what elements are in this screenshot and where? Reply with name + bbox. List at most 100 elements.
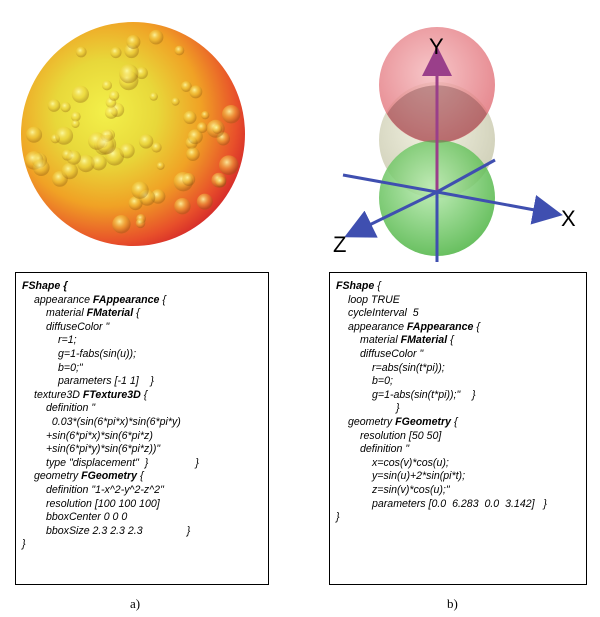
y-axis-label: Y: [429, 34, 444, 59]
sphere-bump: [90, 154, 107, 171]
z-axis-line: [344, 190, 438, 238]
sphere-bump: [128, 196, 143, 211]
code-text: r=abs(sin(t*pi));: [372, 361, 445, 374]
sphere-bump: [71, 85, 89, 103]
code-text: z=sin(v)*cos(u);": [372, 483, 450, 496]
code-text: g=1-abs(sin(t*pi));" }: [372, 388, 476, 401]
code-line: }: [22, 538, 262, 552]
sphere-bump: [25, 126, 43, 143]
sphere-bump: [138, 134, 154, 149]
sphere-body: [21, 22, 245, 246]
sphere-bump: [71, 119, 80, 128]
code-line: geometry FGeometry {: [22, 470, 262, 484]
code-text: material: [46, 307, 87, 320]
code-line: definition ": [22, 402, 262, 416]
code-line: diffuseColor ": [22, 321, 262, 335]
sphere-bump: [77, 154, 95, 173]
code-line: parameters [0.0 6.283 0.0 3.142] }: [336, 498, 580, 512]
code-text: material: [360, 334, 401, 347]
code-text-after: {: [133, 307, 140, 320]
sphere-bump: [215, 176, 227, 188]
code-text: geometry: [348, 415, 396, 428]
code-text-after: {: [451, 415, 458, 428]
sphere-bump: [104, 106, 118, 119]
code-line: r=abs(sin(t*pi));: [336, 362, 580, 376]
sphere-bump: [119, 143, 135, 159]
sphere-bump: [219, 155, 239, 175]
code-line: geometry FGeometry {: [336, 416, 580, 430]
code-text: bboxCenter 0 0 0: [46, 511, 128, 524]
code-line: FShape {: [22, 280, 262, 294]
code-line: resolution [50 50]: [336, 430, 580, 444]
sphere-bump: [171, 97, 180, 106]
code-text: resolution [100 100 100]: [46, 497, 160, 510]
code-text: g=1-fabs(sin(u));: [58, 347, 137, 360]
sphere-bump: [110, 47, 122, 59]
code-line: g=1-abs(sin(t*pi));" }: [336, 389, 580, 403]
code-text: x=cos(v)*cos(u);: [372, 456, 449, 469]
code-line: b=0;: [336, 375, 580, 389]
code-line: }: [336, 402, 580, 416]
code-line: b=0;": [22, 362, 262, 376]
code-text: appearance: [34, 293, 93, 306]
code-line: appearance FAppearance {: [336, 321, 580, 335]
code-keyword: FGeometry: [395, 415, 452, 428]
sphere-bumps: [24, 29, 241, 234]
code-text: definition ": [46, 402, 96, 415]
x-axis-line: [436, 190, 563, 225]
code-text: appearance: [348, 320, 407, 333]
sphere-bump: [174, 45, 185, 56]
caption-b: b): [447, 596, 458, 611]
code-text-after: {: [140, 388, 148, 401]
code-text: resolution [50 50]: [360, 429, 442, 442]
sphere-bump: [135, 66, 148, 80]
sphere-bump: [186, 147, 200, 161]
bumpy-sphere-render: [21, 22, 245, 246]
code-text-after: {: [137, 470, 144, 483]
sphere-bump: [156, 161, 165, 170]
code-line: parameters [-1 1] }: [22, 375, 262, 389]
sphere-bump: [108, 90, 120, 101]
code-keyword: FAppearance: [406, 320, 474, 333]
sphere-bump: [75, 46, 87, 58]
code-text-after: {: [473, 320, 480, 333]
code-text: }: [336, 511, 340, 524]
sphere-bump: [151, 142, 162, 153]
code-line: y=sin(u)+2*sin(pi*t);: [336, 470, 580, 484]
code-keyword: FShape: [336, 280, 375, 292]
x-axis-back: [342, 173, 438, 194]
code-line: appearance FAppearance {: [22, 294, 262, 308]
code-line: texture3D FTexture3D {: [22, 389, 262, 403]
code-line: +sin(6*pi*x)*sin(6*pi*z): [22, 430, 262, 444]
code-line: x=cos(v)*cos(u);: [336, 457, 580, 471]
code-line: resolution [100 100 100]: [22, 498, 262, 512]
code-text: diffuseColor ": [360, 347, 424, 360]
code-line: diffuseColor ": [336, 348, 580, 362]
code-keyword: FGeometry: [81, 470, 138, 483]
code-text: 0.03*(sin(6*pi*x)*sin(6*pi*y): [46, 415, 181, 428]
code-text: diffuseColor ": [46, 320, 110, 333]
code-line: loop TRUE: [336, 294, 580, 308]
code-text: definition "1-x^2-y^2-z^2": [46, 483, 164, 496]
sphere-bump: [33, 159, 50, 176]
sphere-bump: [201, 111, 210, 120]
code-line: }: [336, 511, 580, 525]
code-text: parameters [-1 1] }: [58, 375, 154, 388]
code-keyword: FShape {: [22, 280, 68, 292]
code-text: loop TRUE: [348, 293, 400, 306]
sphere-bump: [47, 99, 61, 112]
code-keyword: FTexture3D: [82, 388, 141, 401]
sphere-bump: [70, 111, 81, 122]
sphere-bump: [135, 218, 146, 229]
code-text: +sin(6*pi*x)*sin(6*pi*z): [46, 429, 153, 442]
code-line: cycleInterval 5: [336, 307, 580, 321]
sphere-bump: [182, 173, 196, 186]
code-text: definition ": [360, 443, 410, 456]
code-line: bboxCenter 0 0 0: [22, 511, 262, 525]
code-line: +sin(6*pi*y)*sin(6*pi*z))": [22, 443, 262, 457]
code-keyword: FMaterial: [86, 307, 134, 320]
code-line: g=1-fabs(sin(u));: [22, 348, 262, 362]
code-text: type "displacement" } }: [46, 456, 199, 469]
